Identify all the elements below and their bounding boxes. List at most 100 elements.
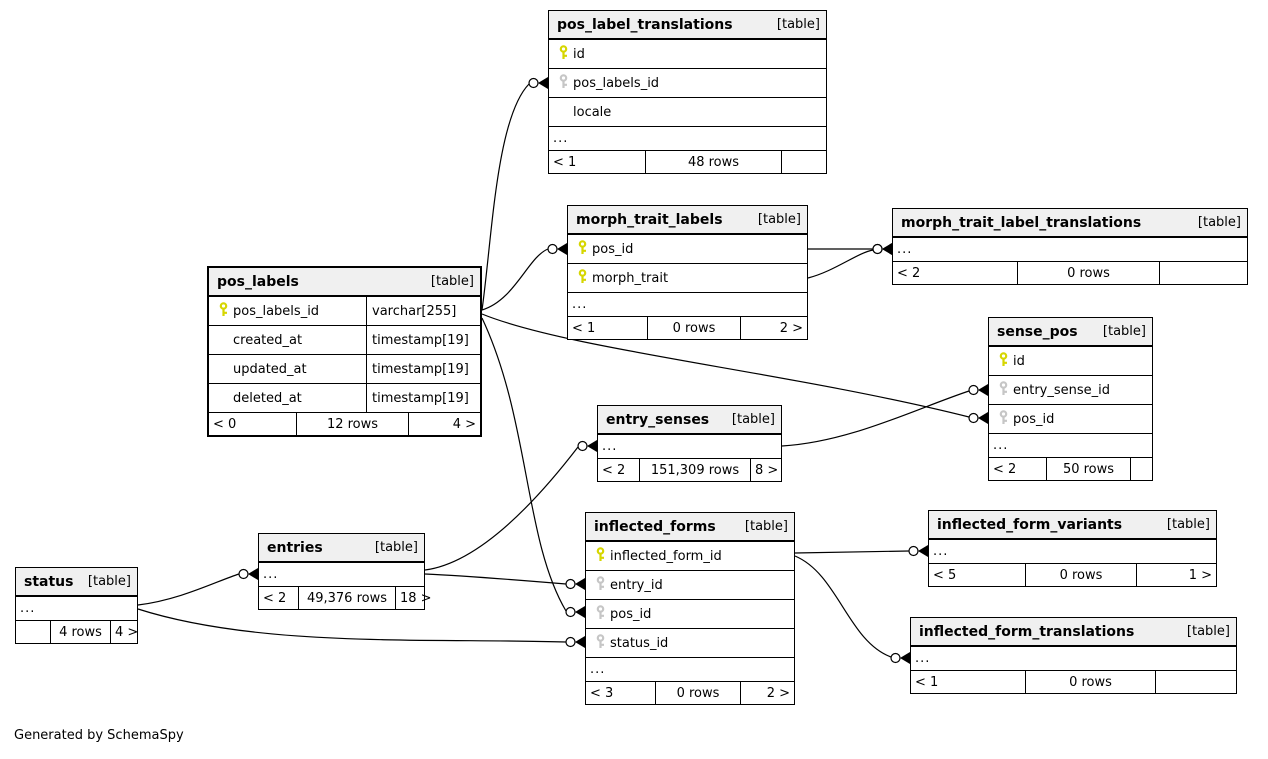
crow-foot-icon xyxy=(587,440,597,452)
table-header[interactable]: inflected_forms[table] xyxy=(586,513,794,542)
table-name: morph_trait_label_translations xyxy=(901,214,1142,231)
column-name-cell: created_at xyxy=(209,326,367,354)
edge-pos_labels.pos_labels_id-to-inflected_forms.pos_id xyxy=(481,317,585,618)
column-row-pos_id[interactable]: pos_id xyxy=(568,235,807,264)
primary-key-icon xyxy=(595,546,606,566)
column-row-entry_sense_id[interactable]: entry_sense_id xyxy=(989,376,1152,405)
more-columns-row: ... xyxy=(893,238,1247,262)
table-tag: [table] xyxy=(776,17,820,32)
column-type: timestamp[19] xyxy=(372,361,469,377)
footer-children-count: 8 > xyxy=(755,462,779,478)
table-header[interactable]: inflected_form_variants[table] xyxy=(929,511,1216,540)
crow-foot-icon xyxy=(918,545,928,557)
column-row-pos_id[interactable]: pos_id xyxy=(586,600,794,629)
table-tag: [table] xyxy=(757,212,801,227)
edge-status-to-inflected_forms.status_id xyxy=(137,608,585,648)
edge-inflected_forms.inflected_form_id-to-inflected_form_variants xyxy=(794,545,928,557)
crow-foot-icon xyxy=(978,384,988,396)
more-columns-row: ... xyxy=(568,293,807,317)
edge-entry_senses-to-sense_pos.entry_sense_id xyxy=(781,384,988,447)
column-name-cell: pos_id xyxy=(568,235,807,263)
edge-entries-to-inflected_forms.entry_id xyxy=(424,573,585,590)
table-name: inflected_forms xyxy=(594,518,716,535)
more-columns-row: ... xyxy=(598,435,781,459)
key-icon-spot xyxy=(586,575,608,595)
table-header[interactable]: entries[table] xyxy=(259,534,424,563)
table-header[interactable]: inflected_form_translations[table] xyxy=(911,618,1236,647)
column-name: id xyxy=(573,46,585,62)
key-icon-spot xyxy=(586,546,608,566)
table-name: inflected_form_translations xyxy=(919,623,1135,640)
key-icon-spot xyxy=(568,239,590,259)
footer-parents-count: < 0 xyxy=(209,413,297,435)
footer-children-count: 4 > xyxy=(452,416,476,432)
column-row-pos_labels_id[interactable]: pos_labels_id xyxy=(549,69,826,98)
crow-foot-icon xyxy=(557,243,567,255)
footer-row-count: 0 rows xyxy=(648,317,741,339)
table-node-inflected_form_translations[interactable]: inflected_form_translations[table]...< 1… xyxy=(910,617,1237,694)
table-header[interactable]: morph_trait_labels[table] xyxy=(568,206,807,235)
column-row-status_id[interactable]: status_id xyxy=(586,629,794,658)
footer-parents-count: < 5 xyxy=(929,564,1026,586)
column-row-entry_id[interactable]: entry_id xyxy=(586,571,794,600)
table-header[interactable]: morph_trait_label_translations[table] xyxy=(893,209,1247,238)
table-tag: [table] xyxy=(731,412,775,427)
column-name: locale xyxy=(573,104,612,120)
footer-row-count: 0 rows xyxy=(1026,564,1137,586)
open-dot-icon xyxy=(908,545,919,557)
open-dot-icon xyxy=(872,243,883,255)
table-name: entry_senses xyxy=(606,411,710,428)
open-dot-icon xyxy=(968,412,979,424)
table-header[interactable]: sense_pos[table] xyxy=(989,318,1152,347)
more-columns-row: ... xyxy=(586,658,794,682)
column-row-inflected_form_id[interactable]: inflected_form_id xyxy=(586,542,794,571)
footer-row-count: 0 rows xyxy=(656,682,741,704)
primary-key-icon xyxy=(218,301,229,321)
footer-parents-count: < 3 xyxy=(586,682,656,704)
column-name-cell: pos_id xyxy=(989,405,1152,433)
primary-key-icon xyxy=(577,239,588,259)
column-name-cell: inflected_form_id xyxy=(586,542,794,570)
table-node-morph_trait_label_translations[interactable]: morph_trait_label_translations[table]...… xyxy=(892,208,1248,285)
table-header[interactable]: pos_label_translations[table] xyxy=(549,11,826,40)
column-row-locale[interactable]: locale xyxy=(549,98,826,127)
foreign-key-icon xyxy=(558,73,569,93)
footer-children-count: 2 > xyxy=(766,685,790,701)
more-columns-row: ... xyxy=(259,563,424,587)
more-columns-row: ... xyxy=(989,434,1152,458)
crow-foot-icon xyxy=(575,606,585,618)
table-header[interactable]: pos_labels[table] xyxy=(209,268,480,297)
footer-row-count: 49,376 rows xyxy=(299,587,396,609)
column-name: pos_id xyxy=(610,606,652,622)
table-tag: [table] xyxy=(1166,517,1210,532)
table-header[interactable]: status[table] xyxy=(16,568,137,597)
column-type: timestamp[19] xyxy=(372,390,469,406)
column-name: pos_labels_id xyxy=(573,75,660,91)
table-node-pos_label_translations[interactable]: pos_label_translations[table]id pos_label… xyxy=(548,10,827,174)
table-header[interactable]: entry_senses [table] xyxy=(598,406,781,435)
table-name: pos_labels xyxy=(217,273,299,290)
more-columns-row: ... xyxy=(549,127,826,151)
column-row-morph_trait[interactable]: morph_trait xyxy=(568,264,807,293)
column-row-pos_id[interactable]: pos_id xyxy=(989,405,1152,434)
table-name: entries xyxy=(267,539,323,556)
column-row-id[interactable]: id xyxy=(989,347,1152,376)
key-icon-spot xyxy=(568,268,590,288)
column-row-id[interactable]: id xyxy=(549,40,826,69)
crow-foot-icon xyxy=(882,243,892,255)
